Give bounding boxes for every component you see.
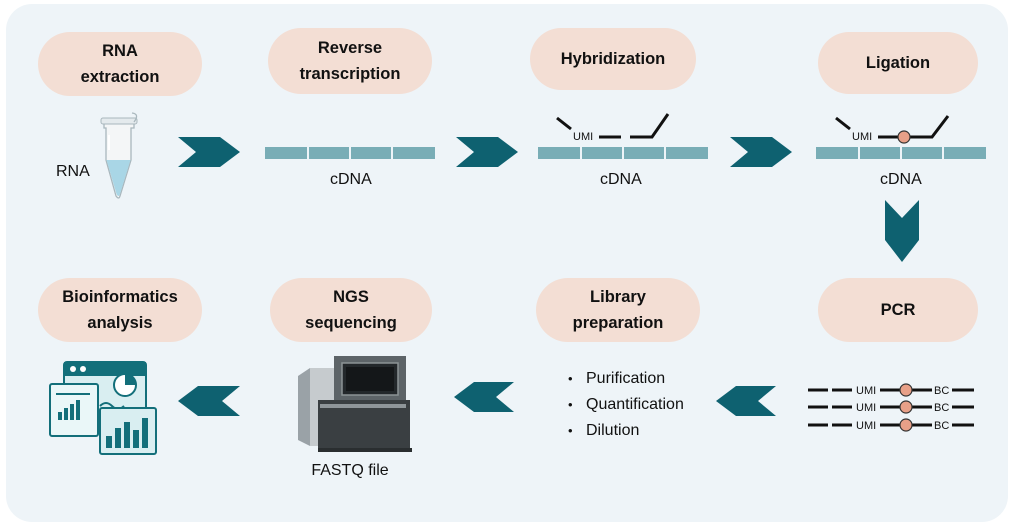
pcr-product-1 — [808, 383, 974, 397]
ligation-bead — [897, 130, 911, 144]
fastq-file-label: FASTQ file — [311, 462, 388, 479]
pcr-product-3 — [808, 418, 974, 432]
pcr-bc-label-3: BC — [934, 420, 949, 432]
step-reverse-transcription: Reverse transcription — [268, 28, 432, 94]
library-steps-list: Purification Quantification Dilution — [568, 366, 684, 444]
flow-arrow-down — [885, 200, 919, 262]
flow-arrow-4 — [716, 386, 776, 416]
sequencer-icon — [298, 356, 412, 452]
cdna-strand-hyb — [538, 147, 708, 159]
probe-left-lig — [835, 116, 851, 131]
cdna-label-rt: cDNA — [330, 171, 372, 188]
cdna-strand-lig — [816, 147, 986, 159]
analytics-dashboard-icon — [49, 361, 157, 455]
pcr-umi-label-2: UMI — [856, 402, 876, 414]
pcr-bc-label-2: BC — [934, 402, 949, 414]
umi-label-hyb: UMI — [573, 131, 593, 143]
step-bioinformatics-analysis: Bioinformatics analysis — [38, 278, 202, 342]
step-pcr: PCR — [818, 278, 978, 342]
step-hybridization: Hybridization — [530, 28, 696, 90]
step-library-preparation: Library preparation — [536, 278, 700, 342]
library-step: Quantification — [568, 392, 684, 418]
pcr-umi-label-1: UMI — [856, 385, 876, 397]
library-step: Dilution — [568, 418, 684, 444]
cdna-label-hyb: cDNA — [600, 171, 642, 188]
umi-label-lig: UMI — [852, 131, 872, 143]
flow-arrow-3 — [730, 137, 792, 167]
step-rna-extraction: RNA extraction — [38, 32, 202, 96]
pcr-bc-label-1: BC — [934, 385, 949, 397]
flow-arrow-5 — [454, 382, 514, 412]
probe-right-lig — [878, 115, 950, 139]
pcr-product-2 — [808, 400, 974, 414]
cdna-strand-rt — [265, 147, 435, 159]
flow-arrow-2 — [456, 137, 518, 167]
probe-left-hyb — [556, 116, 572, 131]
rna-label: RNA — [56, 163, 90, 180]
step-ngs-sequencing: NGS sequencing — [270, 278, 432, 342]
tube-icon — [100, 112, 138, 199]
cdna-label-lig: cDNA — [880, 171, 922, 188]
step-ligation: Ligation — [818, 32, 978, 94]
pcr-umi-label-3: UMI — [856, 420, 876, 432]
flow-arrow-6 — [178, 386, 240, 416]
library-step: Purification — [568, 366, 684, 392]
flow-arrow-1 — [178, 137, 240, 167]
probe-right-hyb — [630, 113, 670, 139]
